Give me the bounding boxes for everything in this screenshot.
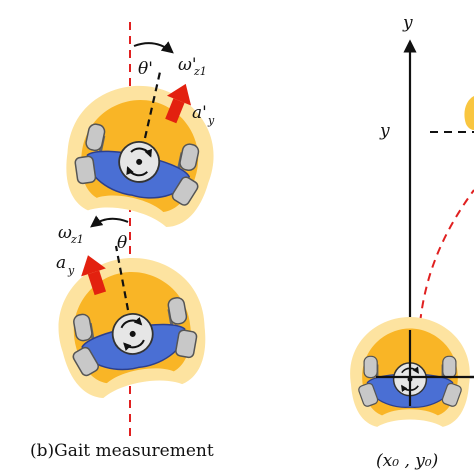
omega-label-bottom: ω [58, 223, 72, 243]
accel-arrow-top [165, 83, 192, 124]
accel-sub-bottom: y [67, 264, 75, 277]
omega-label-top: ω' [178, 55, 197, 75]
origin-label: (x₀ , y₀) [376, 451, 438, 471]
accel-label-bottom: a [56, 253, 66, 273]
walker-user-top [56, 72, 227, 233]
omega-sub-top: z1 [193, 65, 207, 78]
accel-sub-top: y [207, 114, 215, 127]
figure-caption: (b)Gait measurement [30, 441, 214, 461]
heading-line-bottom [114, 245, 130, 311]
partial-halo-right [464, 96, 474, 130]
omega-sub-bottom: z1 [70, 233, 84, 246]
theta-label-top: θ' [138, 59, 153, 79]
accel-label-top: a' [192, 103, 207, 123]
y-axis-label: y [402, 13, 413, 33]
omega-arc-top [133, 41, 174, 54]
accel-arrow-bottom [81, 255, 107, 296]
y-tick-label: y [379, 121, 390, 141]
theta-label-bottom: θ [117, 233, 127, 253]
omega-arc-bottom [90, 215, 129, 228]
